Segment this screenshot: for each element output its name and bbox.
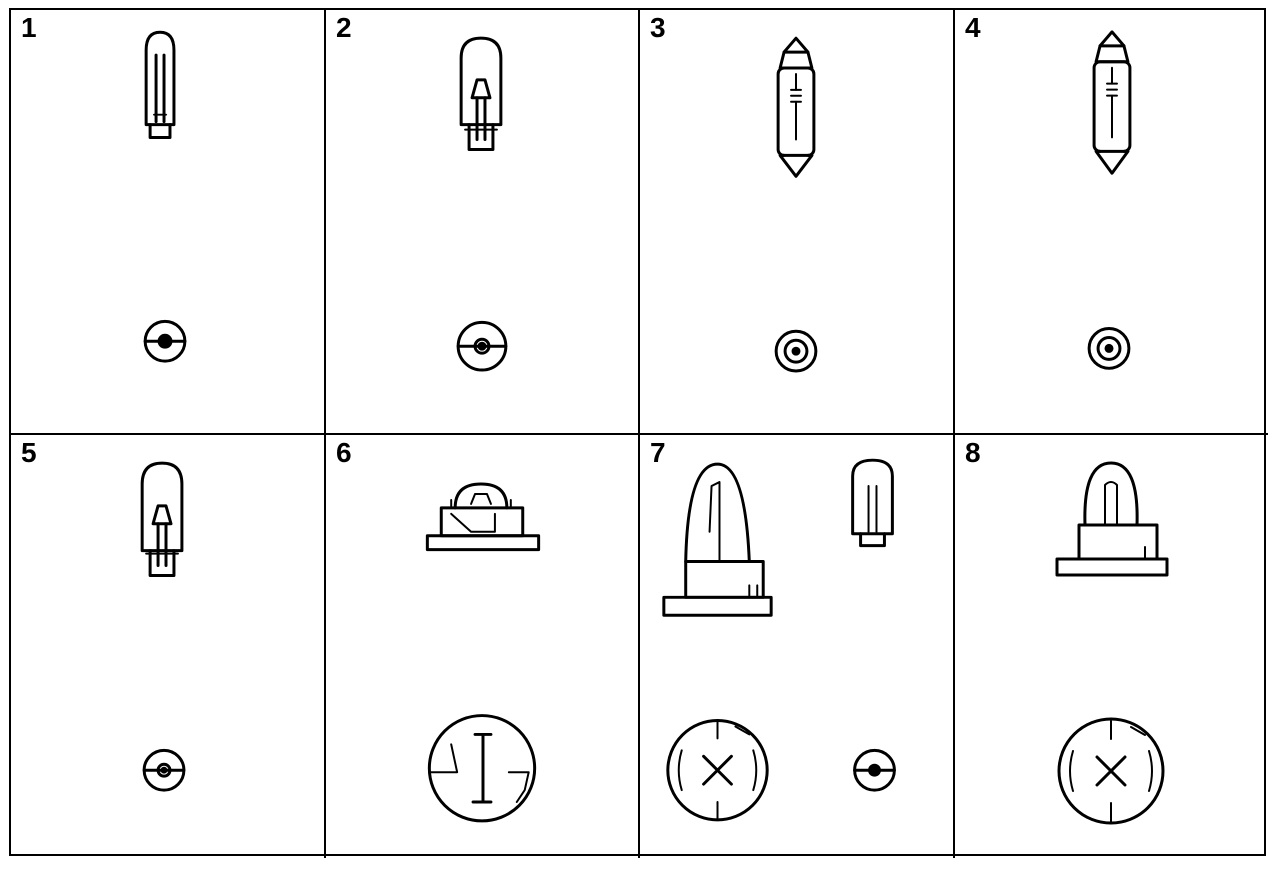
festoon-bulb-side-icon — [1092, 30, 1132, 175]
panel-2: 2 — [326, 10, 640, 435]
panel-number: 7 — [650, 437, 666, 468]
festoon-end-icon — [1087, 327, 1131, 370]
festoon-end-icon — [774, 329, 818, 373]
festoon-bulb-side-icon — [776, 36, 816, 178]
wedge-bulb-filament-side-icon — [459, 36, 503, 151]
twist-base-end-icon — [666, 719, 769, 822]
bulb-type-grid: 1 2 3 — [9, 8, 1268, 858]
panel-1: 1 — [11, 10, 326, 435]
panel-number: 8 — [965, 437, 981, 468]
socketed-bulb-side-icon — [425, 482, 541, 552]
wedge-base-end-icon — [456, 320, 508, 372]
panel-8: 8 — [955, 435, 1268, 858]
panel-6: 6 — [326, 435, 640, 858]
socketed-bulb-side-icon — [662, 462, 773, 617]
panel-number: 1 — [21, 12, 37, 43]
panel-number: 5 — [21, 437, 37, 468]
socketed-bulb-side-icon — [1055, 461, 1169, 577]
panel-5: 5 — [11, 435, 326, 858]
panel-4: 4 — [955, 10, 1268, 435]
panel-number: 2 — [336, 12, 352, 43]
twist-base-end-icon — [1057, 717, 1165, 825]
panel-number: 4 — [965, 12, 981, 43]
socketed-base-end-icon — [427, 714, 537, 823]
wedge-base-end-icon — [142, 748, 186, 792]
wedge-bulb-side-icon — [144, 30, 176, 140]
panel-number: 6 — [336, 437, 352, 468]
panel-7: 7 — [640, 435, 955, 858]
panel-3: 3 — [640, 10, 955, 435]
wedge-base-end-icon — [143, 319, 187, 363]
wedge-base-end-icon — [853, 748, 896, 792]
wedge-bulb-filament-side-icon — [140, 461, 184, 577]
panel-number: 3 — [650, 12, 666, 43]
wedge-bulb-side-icon — [851, 458, 894, 548]
